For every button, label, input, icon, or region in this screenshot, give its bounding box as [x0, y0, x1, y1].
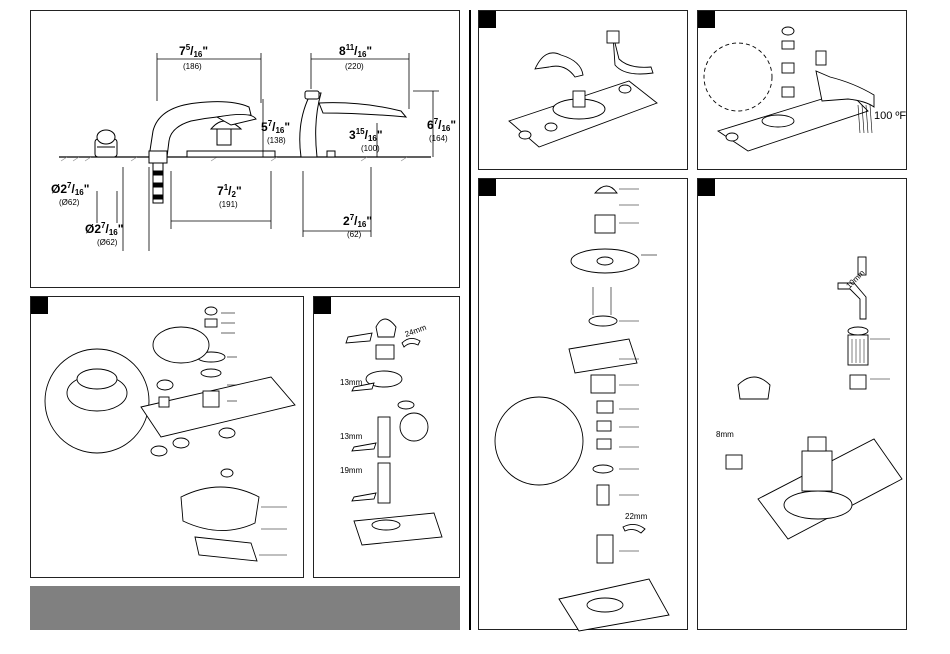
tool-24mm: 24mm [404, 323, 428, 339]
dim-spacing: 71/2" [217, 183, 242, 199]
tool-19mm: 19mm [340, 466, 363, 475]
hand-shower-panel: 100 ºF [697, 10, 907, 170]
dimension-panel: 75/16" (186) 811/16" (220) 57/16" (138) … [30, 10, 460, 288]
handle-left [95, 130, 117, 157]
dim-shower-width: 811/16" [339, 43, 372, 59]
dim-spacing-mm: (191) [219, 200, 238, 209]
center-divider [469, 10, 471, 630]
hand-shower-drawing: 100 ºF [698, 11, 908, 171]
dim-shower-height-inner-mm: (100) [361, 144, 380, 153]
dim-shower-height-outer: 67/16" [427, 117, 456, 133]
valve-disassembly-panel: 24mm 13mm 13mm 19mm [313, 296, 460, 578]
dim-handle-diameter-top-mm: (Ø62) [59, 198, 80, 207]
tool-13mm-b: 13mm [340, 432, 363, 441]
tool-13mm-a: 13mm [340, 378, 363, 387]
tool-22mm: 22mm [625, 512, 648, 521]
spout-assembly-drawing [479, 11, 689, 171]
diverter-drawing: 10mm 8mm [698, 179, 908, 631]
tool-8mm: 8mm [716, 430, 734, 439]
handle-assembly-panel [30, 296, 304, 578]
dimension-drawing: 75/16" (186) 811/16" (220) 57/16" (138) … [31, 11, 461, 289]
dim-spout-height-mm: (138) [267, 136, 286, 145]
cartridge-exploded-drawing: 22mm [479, 179, 689, 631]
hand-shower [300, 91, 406, 157]
diverter-panel: 10mm 8mm [697, 178, 907, 630]
dim-offset: 27/16" [343, 213, 372, 229]
dim-handle-diameter-bottom-mm: (Ø62) [97, 238, 118, 247]
dim-shower-height-outer-mm: (164) [429, 134, 448, 143]
cartridge-exploded-panel: 22mm [478, 178, 688, 630]
dim-shower-width-mm: (220) [345, 62, 364, 71]
dim-handle-diameter-top: Ø27/16" [51, 181, 89, 197]
gray-band [30, 586, 460, 630]
dim-spout-width-mm: (186) [183, 62, 202, 71]
dim-shower-height-inner: 315/16" [349, 127, 383, 143]
dim-handle-diameter-bottom: Ø27/16" [85, 221, 123, 237]
dim-offset-mm: (62) [347, 230, 362, 239]
dim-spout-height: 57/16" [261, 119, 290, 135]
dim-spout-width: 75/16" [179, 43, 208, 59]
spout-assembly-panel [478, 10, 688, 170]
temperature-label: 100 ºF [874, 110, 906, 122]
valve-disassembly-drawing: 24mm 13mm 13mm 19mm [314, 297, 461, 579]
handle-assembly-drawing [31, 297, 305, 579]
